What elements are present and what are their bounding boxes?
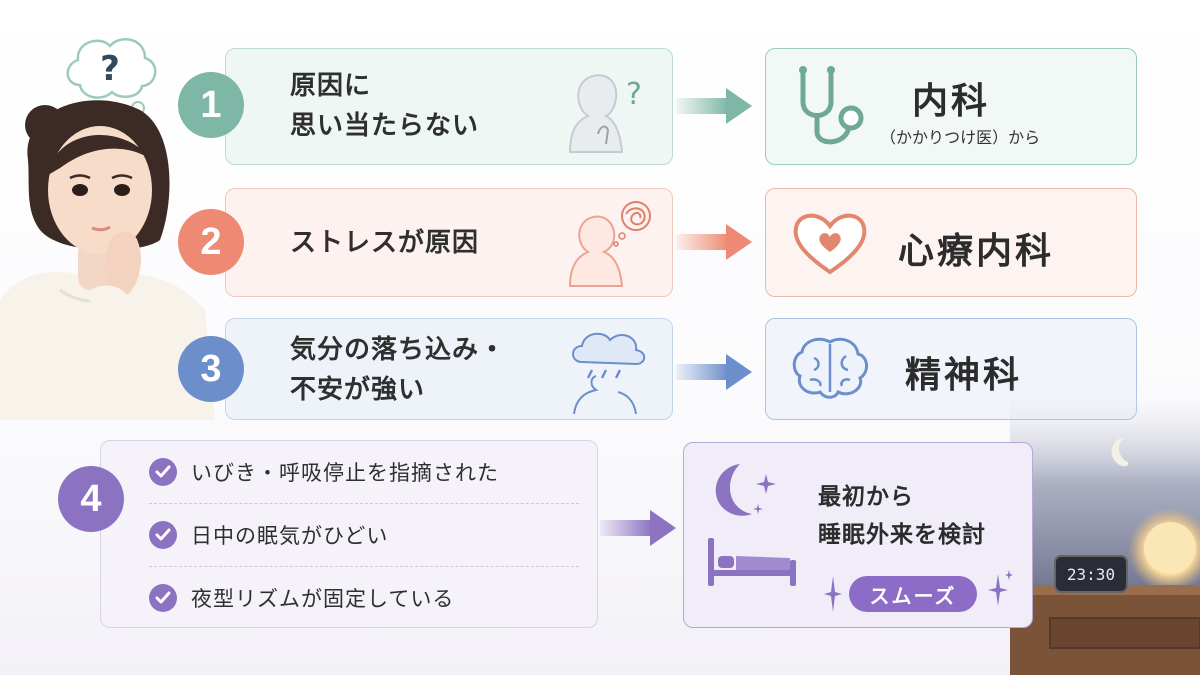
- rain-cloud-person-icon: [572, 332, 646, 414]
- row-2-department-title: 心療内科: [898, 231, 1055, 272]
- row-1-department-title: 内科: [912, 81, 991, 122]
- row-3-line-1: 気分の落ち込み・: [290, 335, 507, 365]
- moon-stars-icon: [715, 464, 776, 516]
- row-4-department-line-1: 最初から: [818, 484, 914, 510]
- row-3-cause-text: 気分の落ち込み・ 不安が強い: [290, 330, 560, 410]
- row-3-number: 3: [200, 347, 222, 390]
- checklist-item-text: 日中の眠気がひどい: [191, 524, 389, 548]
- checklist-item-text: 夜型リズムが固定している: [191, 587, 455, 611]
- thought-bubble-icon: ?: [66, 38, 157, 129]
- row-2-number-badge: 2: [178, 209, 244, 275]
- checklist-item: 夜型リズムが固定している: [101, 567, 597, 629]
- row-2-cause-text: ストレスが原因: [290, 223, 550, 263]
- clock-display: 23:30: [1067, 565, 1115, 584]
- sparkle-left-icon: [824, 576, 842, 612]
- checkmark-icon: [149, 521, 177, 549]
- row-2-arrow-icon: [676, 224, 752, 260]
- checklist-item: 日中の眠気がひどい: [101, 504, 597, 566]
- row-1-line-2: 思い当たらない: [290, 111, 480, 141]
- checklist-item-text: いびき・呼吸停止を指摘された: [191, 461, 499, 485]
- row-1-number: 1: [200, 83, 222, 126]
- heart-icon: [793, 213, 867, 275]
- row-4-number-badge: 4: [58, 466, 124, 532]
- svg-text:?: ?: [100, 49, 120, 89]
- row-1-department-box: [765, 48, 1137, 165]
- row-4-number: 4: [80, 477, 102, 520]
- row-1-cause-text: 原因に 思い当たらない: [290, 66, 560, 146]
- confused-person-icon: ?: [568, 74, 642, 153]
- smooth-badge: スムーズ: [849, 576, 977, 612]
- checkmark-icon: [149, 584, 177, 612]
- bedroom-night-illustration: 23:30: [1010, 380, 1200, 675]
- row-1-number-badge: 1: [178, 72, 244, 138]
- row-3-arrow-icon: [676, 354, 752, 390]
- row-4-department-line-2: 睡眠外来を検討: [818, 522, 986, 548]
- checklist-item: いびき・呼吸停止を指摘された: [101, 441, 597, 503]
- row-3-line-2: 不安が強い: [290, 375, 426, 405]
- row-1-department-subtitle: （かかりつけ医）から: [880, 128, 1041, 147]
- thinking-woman-illustration: [0, 100, 215, 420]
- checkmark-icon: [149, 458, 177, 486]
- row-4-department-text: 最初から 睡眠外来を検討: [818, 478, 986, 554]
- row-4-checklist-box: いびき・呼吸停止を指摘された 日中の眠気がひどい 夜型リズムが固定している: [100, 440, 598, 628]
- row-2-number: 2: [200, 220, 222, 263]
- checklist-divider: [149, 503, 579, 504]
- row-3-department-title: 精神科: [905, 355, 1023, 396]
- stethoscope-icon: [799, 66, 864, 145]
- brain-icon: [792, 337, 868, 399]
- bed-icon: [708, 538, 796, 586]
- row-3-number-badge: 3: [178, 336, 244, 402]
- stressed-person-icon: [568, 201, 651, 287]
- svg-text:?: ?: [626, 77, 642, 112]
- sparkle-right-icon: [988, 570, 1013, 606]
- row-4-arrow-icon: [600, 510, 676, 546]
- checklist-divider: [149, 566, 579, 567]
- row-2-line-1: ストレスが原因: [290, 228, 480, 258]
- row-1-line-1: 原因に: [290, 71, 372, 101]
- row-1-arrow-icon: [676, 88, 752, 124]
